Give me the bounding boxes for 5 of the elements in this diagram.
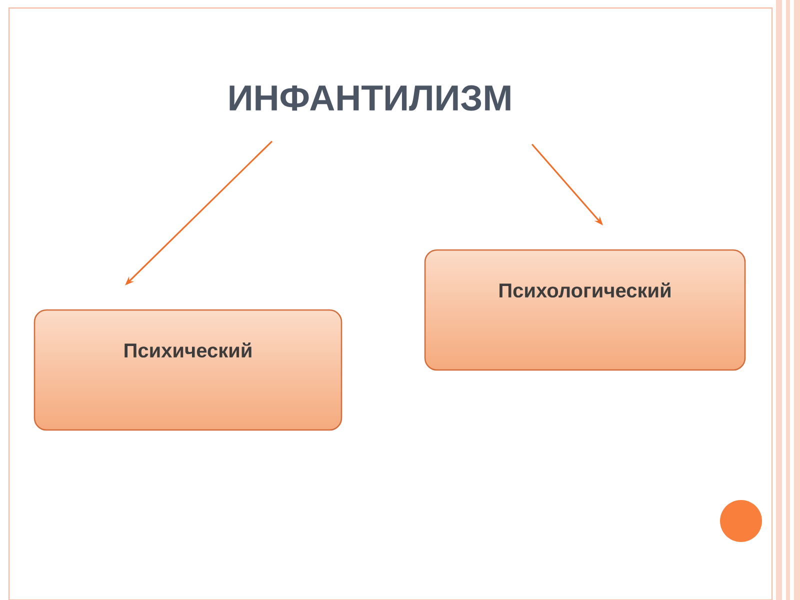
box-label: Психологический (500, 282, 670, 298)
box-label: Психический (124, 342, 252, 358)
rounded-box (34, 309, 342, 431)
title-text: ИНФАНТИЛИЗМ (230, 85, 510, 111)
rounded-box (424, 249, 746, 371)
